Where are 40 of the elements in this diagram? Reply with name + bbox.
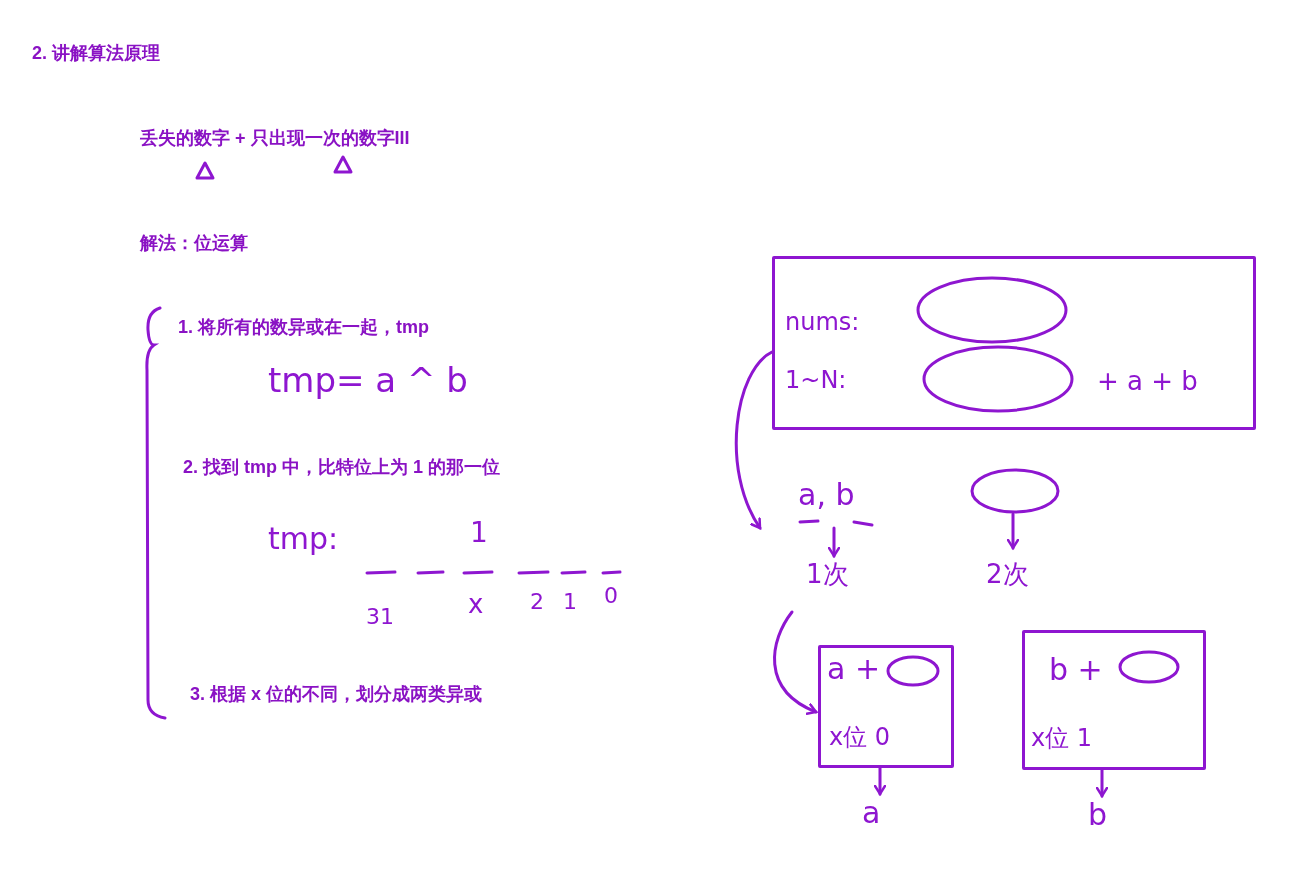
ellipse bbox=[1118, 650, 1180, 684]
handwritten-text: b bbox=[1088, 798, 1108, 831]
heading: 2. 讲解算法原理 bbox=[32, 43, 160, 65]
handwritten-text: x位 1 bbox=[1031, 725, 1093, 752]
handwritten-text: a + bbox=[827, 652, 881, 685]
bit-index: 31 bbox=[366, 605, 394, 630]
ellipse bbox=[886, 655, 940, 687]
bit-index: 2 bbox=[530, 590, 544, 615]
handwritten-text: 2次 bbox=[986, 560, 1029, 589]
handwritten-text: tmp: bbox=[268, 522, 339, 555]
handwritten-text: 1次 bbox=[806, 560, 849, 589]
handwritten-text: 1~N: bbox=[785, 367, 847, 394]
bit-index: x bbox=[468, 590, 484, 619]
formula-text: 丢失的数字 + 只出现一次的数字III bbox=[140, 128, 410, 150]
handwritten-text: + a + b bbox=[1097, 367, 1198, 396]
handwritten-text: x位 0 bbox=[829, 724, 891, 751]
step-text: 1. 将所有的数异或在一起，tmp bbox=[178, 317, 429, 339]
ellipse bbox=[970, 468, 1060, 514]
arrow bbox=[1095, 768, 1109, 798]
bit-index: 0 bbox=[604, 584, 618, 609]
step-text: 2. 找到 tmp 中，比特位上为 1 的那一位 bbox=[183, 457, 501, 479]
ellipse bbox=[922, 345, 1074, 413]
handwritten-text: b + bbox=[1049, 653, 1103, 686]
bit-index: 1 bbox=[563, 590, 577, 615]
step-text: 3. 根据 x 位的不同，划分成两类异或 bbox=[190, 684, 483, 706]
rectangle-box bbox=[818, 645, 954, 768]
rectangle-box bbox=[772, 256, 1256, 430]
bit-value: 1 bbox=[470, 518, 488, 549]
arrow bbox=[873, 766, 887, 796]
arrow bbox=[1006, 512, 1020, 550]
handwritten-text: nums: bbox=[785, 309, 860, 336]
arrow bbox=[827, 526, 841, 558]
ellipse bbox=[916, 276, 1068, 344]
heading-text: 解法：位运算 bbox=[140, 233, 248, 255]
arrow bbox=[734, 350, 774, 530]
rectangle-box bbox=[1022, 630, 1206, 770]
arrow bbox=[773, 610, 818, 715]
handwritten-text: a bbox=[862, 796, 881, 829]
handwritten-formula: tmp= a ^ b bbox=[268, 362, 468, 400]
handwritten-text: a, b bbox=[798, 478, 855, 511]
